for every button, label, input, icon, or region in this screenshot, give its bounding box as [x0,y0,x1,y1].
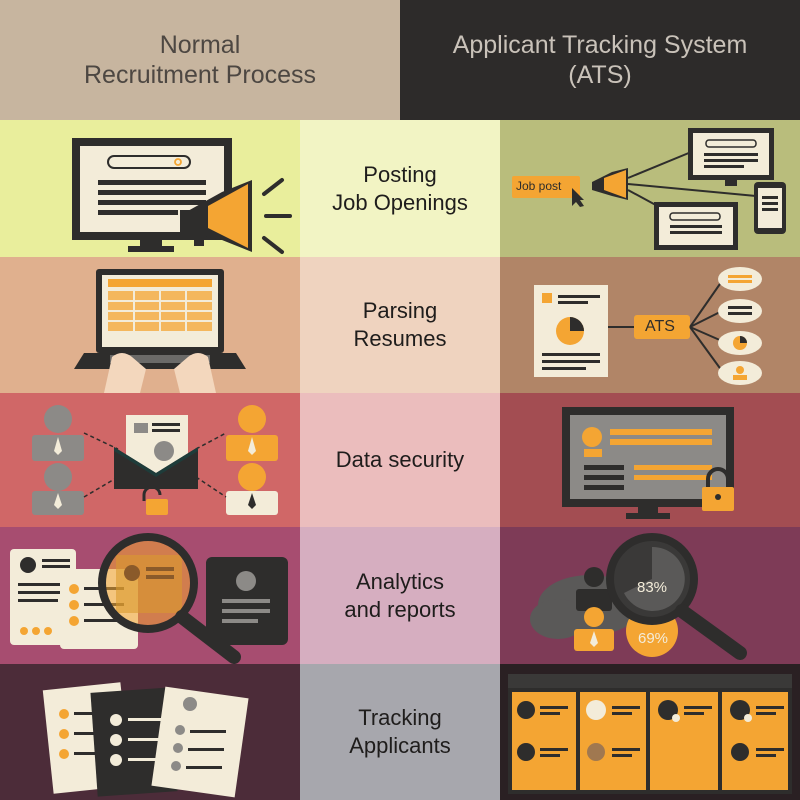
hands-icon [104,353,216,393]
ats-tracking-illustration [500,664,800,800]
ats-posting-illustration: Job post [500,120,800,257]
stage-label: Data security [335,447,465,472]
resume-icon [10,549,76,645]
kanban-board [508,674,792,794]
megaphone-icon [592,168,628,200]
cloud-icon [718,299,762,323]
stage-parsing: Parsing Resumes [0,257,800,393]
person-icon [574,607,614,651]
person-icon [586,700,640,720]
envelope-icon [114,415,198,489]
header-ats-title: Applicant Tracking System (ATS) [452,31,748,89]
job-post-tag [512,176,580,198]
stage-parsing-label-cell: Parsing Resumes [300,257,500,393]
stage-analytics: Analytics and reports [0,527,800,664]
stage-label: Posting Job Openings [332,161,468,215]
job-post-label: Job post [516,179,562,193]
person-icon [576,567,612,611]
monitor-icon [654,202,738,250]
stat-83: 83% [637,579,668,596]
laptop-icon [74,269,246,369]
ats-tag [634,315,690,339]
normal-posting-illustration [0,120,300,257]
ats-security-illustration [500,393,800,527]
ats-label: ATS [645,318,675,335]
header-normal: Normal Recruitment Process [0,0,400,120]
stage-analytics-label-cell: Analytics and reports [300,527,500,664]
lock-icon [702,467,734,511]
stage-label: Analytics and reports [344,568,456,622]
cursor-icon [572,188,584,207]
normal-security-illustration [0,393,300,527]
stage-label: Tracking Applicants [349,705,451,758]
person-icon [587,743,640,761]
phone-icon [754,182,786,234]
person-icon [32,405,84,461]
person-icon [730,700,784,722]
resume-icon [534,285,608,377]
stage-tracking: Tracking Applicants [0,664,800,800]
normal-parsing-illustration [0,257,300,393]
magnifier-icon [98,533,241,664]
stage-label: Parsing Resumes [353,298,447,351]
checklist-icon [151,686,249,798]
stage-security-label-cell: Data security [300,393,500,527]
person-icon [226,463,278,515]
person-icon [731,743,784,761]
stage-security: Data security [0,393,800,527]
person-icon [517,701,568,719]
person-icon [226,405,278,461]
person-icon [658,700,712,722]
person-icon [517,743,568,761]
cloud-icon [718,331,762,355]
normal-tracking-illustration [0,664,300,800]
monitor-icon [72,138,232,252]
monitor-icon [688,128,774,186]
megaphone-icon [180,178,292,254]
stat-69: 69% [638,630,669,647]
cloud-icon [718,361,762,385]
stage-posting-label-cell: Posting Job Openings [300,120,500,257]
resume-icon [206,557,288,645]
lock-icon [142,485,168,515]
magnifier-icon [606,533,747,660]
header-ats: Applicant Tracking System (ATS) [400,0,800,120]
header-normal-title: Normal Recruitment Process [83,31,317,89]
ats-parsing-illustration: ATS [500,257,800,393]
ats-analytics-illustration: 83% 69% [500,527,800,664]
normal-analytics-illustration [0,527,300,664]
cloud-icon [718,267,762,291]
person-icon [32,463,84,515]
stage-tracking-label-cell: Tracking Applicants [300,664,500,800]
stage-posting: Posting Job Openings [0,120,800,257]
